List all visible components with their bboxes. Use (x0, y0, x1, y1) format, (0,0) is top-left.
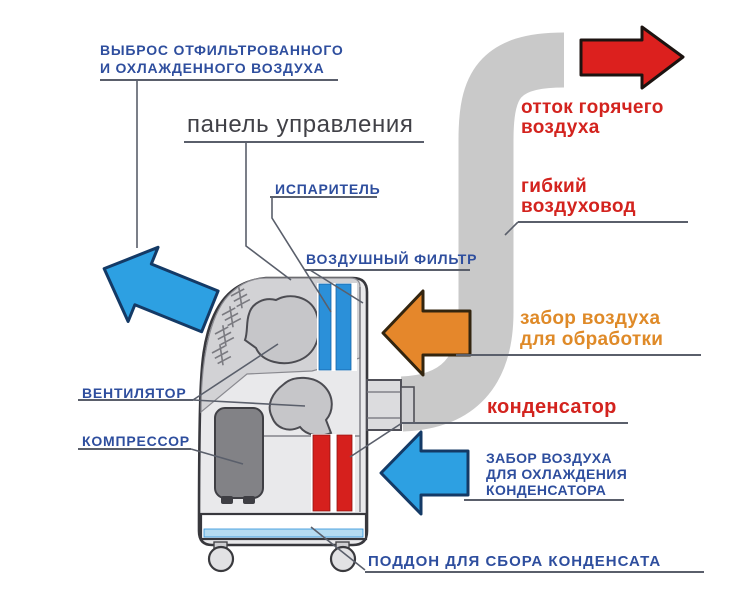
exhaust-arrow-icon (102, 245, 220, 334)
intake-cooling-arrow-icon (379, 430, 470, 516)
evaporator-coil (317, 283, 357, 371)
fan-volute-top (243, 295, 320, 365)
label-air-filter: ВОЗДУШНЫЙ ФИЛЬТР (306, 251, 478, 267)
leader-lines (78, 79, 704, 573)
label-exhaust-air-line2: И ОХЛАЖДЕННОГО ВОЗДУХА (100, 60, 325, 76)
label-exhaust-air-line1: ВЫБРОС ОТФИЛЬТРОВАННОГО (100, 42, 344, 58)
label-condenser: конденсатор (487, 396, 617, 418)
flexible-duct-shape (400, 32, 565, 432)
intake-process-arrow-icon (381, 289, 472, 377)
vent-louvers (211, 287, 251, 366)
label-fan: ВЕНТИЛЯТОР (82, 385, 187, 401)
duct-outlet-stub (366, 379, 415, 431)
label-evaporator: ИСПАРИТЕЛЬ (275, 181, 381, 197)
label-flexible-duct: гибкий воздуховод (521, 176, 636, 217)
label-compressor: КОМПРЕССОР (82, 433, 190, 449)
label-intake-process: забор воздуха для обработки (520, 308, 664, 350)
condenser-coil (311, 434, 355, 512)
drain-pan-shape (199, 512, 368, 541)
label-intake-cooling: ЗАБОР ВОЗДУХА ДЛЯ ОХЛАЖДЕНИЯ КОНДЕНСАТОР… (486, 450, 628, 498)
label-hot-air-outflow: отток горячего воздуха (521, 97, 664, 138)
label-control-panel: панель управления (187, 111, 414, 138)
hot-air-arrow-icon (579, 25, 685, 90)
label-exhaust-air: ВЫБРОС ОТФИЛЬТРОВАННОГО И ОХЛАЖДЕННОГО В… (100, 41, 344, 77)
compressor-block (214, 407, 264, 504)
caster-wheels (207, 541, 357, 573)
label-drain-pan: ПОДДОН ДЛЯ СБОРА КОНДЕНСАТА (368, 553, 662, 570)
